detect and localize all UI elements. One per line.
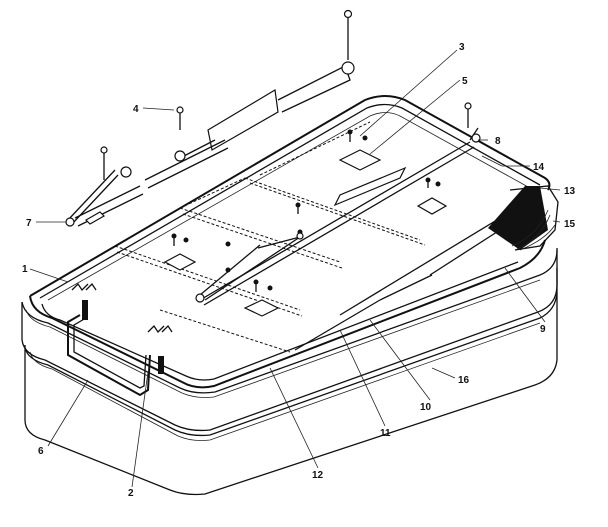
callout-1: 1 xyxy=(22,264,28,275)
callout-15: 15 xyxy=(564,219,576,230)
callout-11: 11 xyxy=(380,428,391,439)
cross-members xyxy=(114,121,426,353)
callout-5: 5 xyxy=(462,76,468,87)
front-handle xyxy=(67,314,151,397)
bolts xyxy=(100,9,472,292)
callout-9: 9 xyxy=(540,324,546,335)
mounting-plates xyxy=(163,149,448,317)
mattress xyxy=(21,248,558,432)
leader-lines xyxy=(29,49,561,488)
longitudinal-slats xyxy=(199,141,521,351)
callout-6: 6 xyxy=(38,446,44,457)
pivot-hardware xyxy=(65,61,481,303)
callout-4: 4 xyxy=(133,104,139,115)
callout-14: 14 xyxy=(533,162,545,173)
callout-10: 10 xyxy=(420,402,432,413)
callout-2: 2 xyxy=(128,488,134,499)
top-frame-rail xyxy=(29,95,551,389)
coil-springs xyxy=(82,300,164,374)
callout-7: 7 xyxy=(26,218,32,229)
callout-8: 8 xyxy=(495,136,501,147)
callout-13: 13 xyxy=(564,186,576,197)
callout-3: 3 xyxy=(459,42,465,53)
base-box-spring xyxy=(24,268,558,496)
callout-16: 16 xyxy=(458,375,470,386)
upper-brackets xyxy=(74,65,351,227)
fabric-flap xyxy=(488,185,559,251)
callout-labels: 1 2 3 4 5 6 7 8 9 10 11 12 13 14 15 16 xyxy=(22,42,576,499)
callout-12: 12 xyxy=(312,470,324,481)
wing-nuts xyxy=(71,282,173,334)
